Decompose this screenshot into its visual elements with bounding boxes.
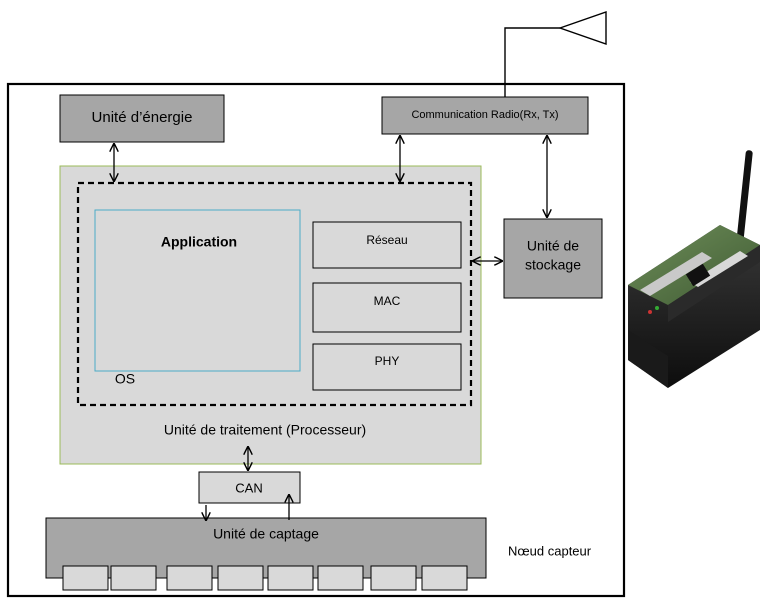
sensor-node-label: Nœud capteur [508, 543, 592, 558]
radio-unit-label: Communication Radio(Rx, Tx) [411, 109, 558, 121]
sensor-port [166, 565, 213, 591]
sensing-unit-label: Unité de captage [213, 526, 319, 542]
sensor-port [317, 565, 364, 591]
sensor-port [421, 565, 468, 591]
os-label: OS [115, 371, 135, 387]
sensor-ports [62, 565, 468, 591]
network-layer-box [312, 221, 462, 269]
sensor-port [217, 565, 264, 591]
can-label: CAN [235, 480, 262, 495]
antenna-icon [504, 11, 607, 100]
application-label: Application [161, 234, 237, 250]
can-box [198, 471, 301, 504]
sensor-node-photo [628, 150, 760, 388]
storage-unit-box [503, 218, 603, 299]
storage-unit-label-line2: stockage [525, 257, 581, 273]
sensor-port [267, 565, 314, 591]
energy-unit-label: Unité d’énergie [92, 109, 193, 126]
processing-unit-label: Unité de traitement (Processeur) [164, 422, 366, 438]
radio-unit-box [381, 96, 589, 135]
sensor-port [62, 565, 109, 591]
storage-unit-label-line1: Unité de [527, 238, 579, 254]
os-boundary [76, 181, 473, 407]
mac-layer-box [312, 282, 462, 333]
application-box [94, 209, 301, 372]
energy-unit-box [59, 94, 225, 143]
sensor-port [110, 565, 157, 591]
mac-layer-label: MAC [374, 294, 401, 308]
network-layer-label: Réseau [366, 233, 407, 247]
phy-layer-label: PHY [375, 354, 400, 368]
phy-layer-box [312, 343, 462, 391]
sensor-port [370, 565, 417, 591]
